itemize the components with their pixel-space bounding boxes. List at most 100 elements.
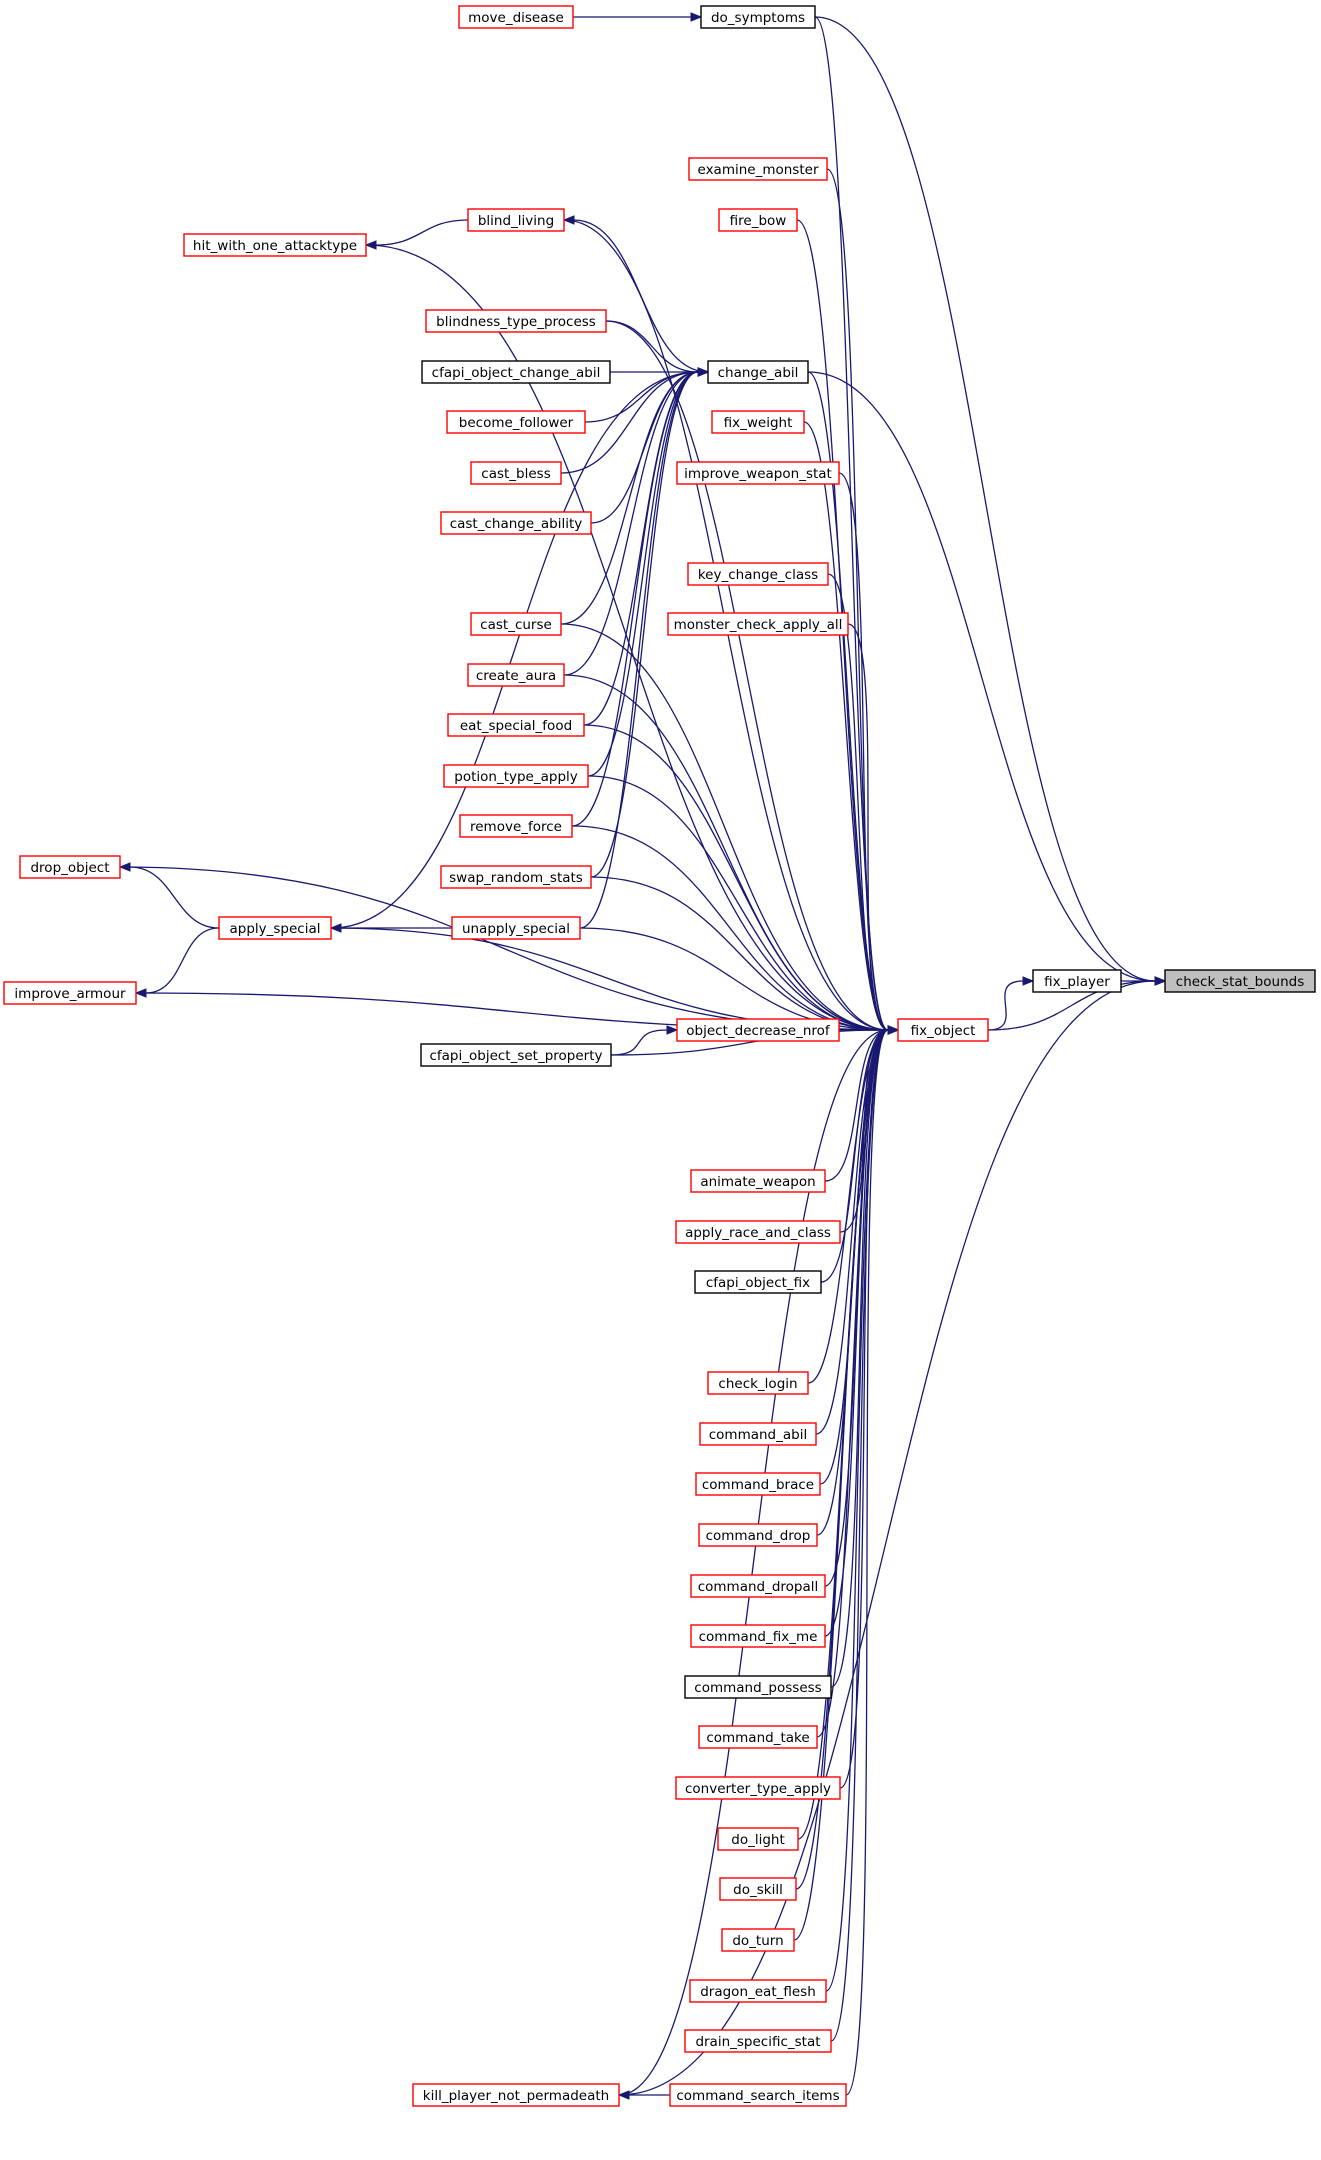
edge-change_abil-to-check_stat_bounds — [807, 371, 1156, 982]
node-drain_specific_stat[interactable]: drain_specific_stat — [684, 2029, 832, 2053]
node-box-command_dropall — [690, 1574, 826, 1598]
node-become_follower[interactable]: become_follower — [446, 410, 586, 434]
node-hit_with_one_attacktype[interactable]: hit_with_one_attacktype — [183, 233, 367, 257]
edge-command_search_items-to-fix_object — [845, 1029, 889, 2096]
node-box-cast_curse — [470, 612, 562, 636]
node-box-object_decrease_nrof — [676, 1018, 840, 1042]
edge-improve_weapon_stat-to-fix_object — [838, 472, 889, 1031]
node-unapply_special[interactable]: unapply_special — [451, 916, 581, 940]
edge-unapply_special-to-change_abil — [579, 371, 699, 929]
node-create_aura[interactable]: create_aura — [467, 663, 565, 687]
node-improve_weapon_stat[interactable]: improve_weapon_stat — [676, 461, 840, 485]
node-label-object_decrease_nrof: object_decrease_nrof — [686, 1023, 831, 1039]
edge-hit_with_one_attacktype-to-fix_object — [365, 244, 889, 1031]
node-box-examine_monster — [688, 157, 828, 181]
node-label-eat_special_food: eat_special_food — [460, 718, 572, 734]
node-label-examine_monster: examine_monster — [698, 162, 819, 178]
node-fix_weight[interactable]: fix_weight — [711, 410, 805, 434]
node-command_brace[interactable]: command_brace — [695, 1472, 821, 1496]
edge-apply_special-to-drop_object — [129, 866, 220, 929]
node-command_fix_me[interactable]: command_fix_me — [690, 1624, 826, 1648]
node-object_decrease_nrof[interactable]: object_decrease_nrof — [676, 1018, 840, 1042]
node-command_take[interactable]: command_take — [698, 1725, 818, 1749]
edge-unapply_special-to-fix_object — [579, 927, 889, 1031]
node-label-drain_specific_stat: drain_specific_stat — [695, 2034, 820, 2050]
node-improve_armour[interactable]: improve_armour — [3, 981, 137, 1005]
node-cfapi_object_fix[interactable]: cfapi_object_fix — [694, 1270, 822, 1294]
node-swap_random_stats[interactable]: swap_random_stats — [440, 865, 592, 889]
node-box-do_turn — [721, 1928, 795, 1952]
arrowhead-cfapi_object_set_property-to-object_decrease_nrof — [666, 1025, 679, 1035]
node-command_possess[interactable]: command_possess — [684, 1675, 832, 1699]
node-label-key_change_class: key_change_class — [698, 567, 818, 583]
node-command_search_items[interactable]: command_search_items — [669, 2083, 847, 2107]
node-apply_special[interactable]: apply_special — [218, 916, 332, 940]
node-eat_special_food[interactable]: eat_special_food — [447, 713, 585, 737]
node-box-apply_special — [218, 916, 332, 940]
edge-drain_specific_stat-to-fix_object — [830, 1029, 889, 2042]
node-command_abil[interactable]: command_abil — [699, 1422, 817, 1446]
node-label-drop_object: drop_object — [30, 860, 109, 876]
node-kill_player_not_permadeath[interactable]: kill_player_not_permadeath — [412, 2083, 620, 2107]
node-fire_bow[interactable]: fire_bow — [718, 208, 798, 232]
node-label-check_stat_bounds: check_stat_bounds — [1176, 974, 1304, 990]
node-label-do_light: do_light — [731, 1832, 785, 1848]
edge-command_abil-to-fix_object — [815, 1029, 889, 1435]
node-move_disease[interactable]: move_disease — [458, 5, 574, 29]
node-label-improve_weapon_stat: improve_weapon_stat — [684, 466, 832, 482]
node-blindness_type_process[interactable]: blindness_type_process — [425, 309, 607, 333]
node-fix_player[interactable]: fix_player — [1032, 969, 1122, 993]
node-monster_check_apply_all[interactable]: monster_check_apply_all — [667, 612, 849, 636]
node-label-do_symptoms: do_symptoms — [711, 10, 805, 26]
node-command_drop[interactable]: command_drop — [698, 1523, 818, 1547]
edge-blindness_type_process-to-fix_object — [605, 320, 889, 1031]
node-animate_weapon[interactable]: animate_weapon — [690, 1169, 826, 1193]
node-drop_object[interactable]: drop_object — [19, 855, 121, 879]
node-box-remove_force — [459, 814, 573, 838]
node-cast_curse[interactable]: cast_curse — [470, 612, 562, 636]
node-label-blindness_type_process: blindness_type_process — [436, 314, 596, 330]
arrowhead-command_search_items-to-fix_object — [887, 1025, 900, 1035]
node-label-check_login: check_login — [718, 1376, 797, 1392]
node-do_turn[interactable]: do_turn — [721, 1928, 795, 1952]
node-label-command_dropall: command_dropall — [698, 1579, 819, 1595]
node-cfapi_object_change_abil[interactable]: cfapi_object_change_abil — [421, 360, 611, 384]
node-box-key_change_class — [687, 562, 829, 586]
node-label-unapply_special: unapply_special — [462, 921, 570, 937]
node-box-unapply_special — [451, 916, 581, 940]
node-examine_monster[interactable]: examine_monster — [688, 157, 828, 181]
node-potion_type_apply[interactable]: potion_type_apply — [443, 764, 589, 788]
node-remove_force[interactable]: remove_force — [459, 814, 573, 838]
edge-dragon_eat_flesh-to-fix_object — [825, 1029, 889, 1992]
node-apply_race_and_class[interactable]: apply_race_and_class — [675, 1220, 841, 1244]
node-cast_change_ability[interactable]: cast_change_ability — [440, 511, 592, 535]
node-label-command_drop: command_drop — [706, 1528, 811, 1544]
node-cfapi_object_set_property[interactable]: cfapi_object_set_property — [420, 1043, 612, 1067]
node-dragon_eat_flesh[interactable]: dragon_eat_flesh — [689, 1979, 827, 2003]
node-blind_living[interactable]: blind_living — [467, 208, 565, 232]
node-label-improve_armour: improve_armour — [14, 986, 126, 1002]
node-change_abil[interactable]: change_abil — [707, 360, 809, 384]
edge-fix_object-to-fix_player — [987, 980, 1024, 1031]
edge-drop_object-to-fix_object — [119, 866, 889, 1031]
node-do_skill[interactable]: do_skill — [719, 1877, 797, 1901]
node-label-monster_check_apply_all: monster_check_apply_all — [674, 617, 843, 633]
node-box-create_aura — [467, 663, 565, 687]
node-command_dropall[interactable]: command_dropall — [690, 1574, 826, 1598]
node-do_symptoms[interactable]: do_symptoms — [700, 5, 816, 29]
node-key_change_class[interactable]: key_change_class — [687, 562, 829, 586]
node-check_stat_bounds[interactable]: check_stat_bounds — [1164, 969, 1316, 993]
node-label-command_possess: command_possess — [694, 1680, 821, 1696]
edge-command_take-to-fix_object — [816, 1029, 889, 1738]
node-fix_object[interactable]: fix_object — [897, 1018, 989, 1042]
node-label-cast_change_ability: cast_change_ability — [450, 516, 583, 532]
node-cast_bless[interactable]: cast_bless — [470, 461, 562, 485]
node-label-converter_type_apply: converter_type_apply — [685, 1781, 831, 1797]
node-label-do_turn: do_turn — [732, 1933, 783, 1949]
edge-do_symptoms-to-check_stat_bounds — [814, 16, 1156, 982]
node-check_login[interactable]: check_login — [707, 1371, 809, 1395]
node-box-kill_player_not_permadeath — [412, 2083, 620, 2107]
node-converter_type_apply[interactable]: converter_type_apply — [675, 1776, 841, 1800]
node-label-move_disease: move_disease — [468, 10, 564, 26]
node-do_light[interactable]: do_light — [717, 1827, 799, 1851]
